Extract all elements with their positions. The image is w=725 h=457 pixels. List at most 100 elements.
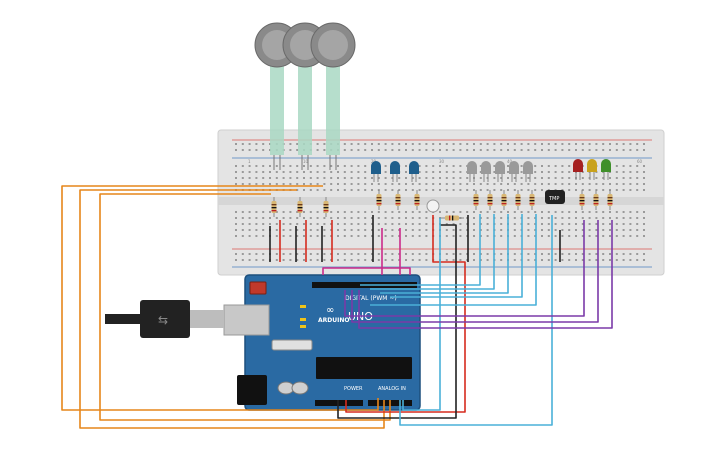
hole: [622, 235, 625, 237]
rail-hole: [241, 149, 244, 151]
atmega-chip: [316, 357, 412, 379]
hole: [588, 211, 591, 213]
rail-hole: [248, 143, 251, 145]
hole: [541, 211, 543, 213]
resistor-band: [529, 197, 535, 199]
rail-hole: [541, 253, 543, 255]
hole: [262, 235, 265, 237]
hole: [602, 217, 605, 219]
wire: [61, 185, 379, 411]
hole: [275, 177, 278, 179]
resistor: [395, 190, 401, 210]
hole: [595, 217, 598, 219]
hole: [527, 223, 530, 225]
rail-hole: [588, 143, 591, 145]
hole: [629, 211, 632, 213]
rail-hole: [527, 149, 530, 151]
hole: [445, 165, 448, 167]
hole: [405, 229, 407, 231]
rail-hole: [459, 259, 462, 261]
rail-hole: [303, 253, 305, 255]
hole: [337, 235, 339, 237]
hole: [371, 235, 373, 237]
rail-hole: [255, 143, 258, 145]
hole: [473, 223, 475, 225]
hole: [595, 223, 598, 225]
rail-hole: [500, 149, 503, 151]
hole: [493, 211, 496, 213]
rail-hole: [493, 149, 496, 151]
hole: [418, 183, 421, 185]
hole: [643, 165, 645, 167]
rail-hole: [636, 259, 639, 261]
hole: [418, 171, 421, 173]
hole: [337, 223, 339, 225]
hole: [445, 235, 448, 237]
hole: [466, 189, 469, 191]
hole: [330, 177, 333, 179]
hole: [622, 223, 625, 225]
hole: [459, 183, 462, 185]
hole: [269, 177, 271, 179]
hole: [262, 165, 265, 167]
hole: [309, 189, 312, 191]
rail-hole: [595, 149, 598, 151]
rail-hole: [486, 143, 489, 145]
hole: [541, 189, 543, 191]
rail-hole: [466, 149, 469, 151]
rail-hole: [452, 143, 455, 145]
rail-hole: [357, 143, 360, 145]
hole: [513, 189, 516, 191]
hole: [534, 171, 537, 173]
resistor: [487, 190, 493, 210]
hole: [343, 189, 346, 191]
rail-hole: [418, 259, 421, 261]
column-number: 1: [248, 159, 251, 164]
hole: [316, 229, 319, 231]
resistor-band: [487, 203, 493, 205]
led-body: [371, 161, 381, 174]
hole: [248, 165, 251, 167]
wire: [337, 224, 457, 419]
hole: [588, 235, 591, 237]
hole: [507, 211, 509, 213]
hole: [241, 171, 244, 173]
hole: [411, 229, 414, 231]
rail-hole: [520, 143, 523, 145]
hole: [296, 171, 299, 173]
hole: [425, 171, 428, 173]
hole: [316, 235, 319, 237]
hole: [262, 177, 265, 179]
led: [601, 159, 611, 180]
rail-hole: [425, 259, 428, 261]
resistor-band: [414, 203, 420, 205]
rail-hole: [235, 253, 237, 255]
led-body: [390, 161, 400, 174]
hole: [296, 211, 299, 213]
hole: [432, 171, 435, 173]
rail-hole: [561, 143, 564, 145]
rail-hole: [595, 143, 598, 145]
rail-hole: [643, 253, 645, 255]
hole: [343, 235, 346, 237]
hole: [425, 211, 428, 213]
led-rx: [300, 325, 306, 328]
hole: [391, 177, 394, 179]
hole: [452, 229, 455, 231]
rail-hole: [609, 253, 611, 255]
hole: [629, 165, 632, 167]
hole: [405, 217, 407, 219]
rail-hole: [445, 259, 448, 261]
hole: [235, 211, 237, 213]
hole: [445, 189, 448, 191]
hole: [636, 217, 639, 219]
hole: [643, 223, 645, 225]
hole: [248, 223, 251, 225]
column-number: 20: [371, 159, 377, 164]
hole: [500, 189, 503, 191]
hole: [575, 229, 577, 231]
hole: [337, 211, 339, 213]
column-number: 10: [303, 159, 309, 164]
hole: [282, 235, 285, 237]
